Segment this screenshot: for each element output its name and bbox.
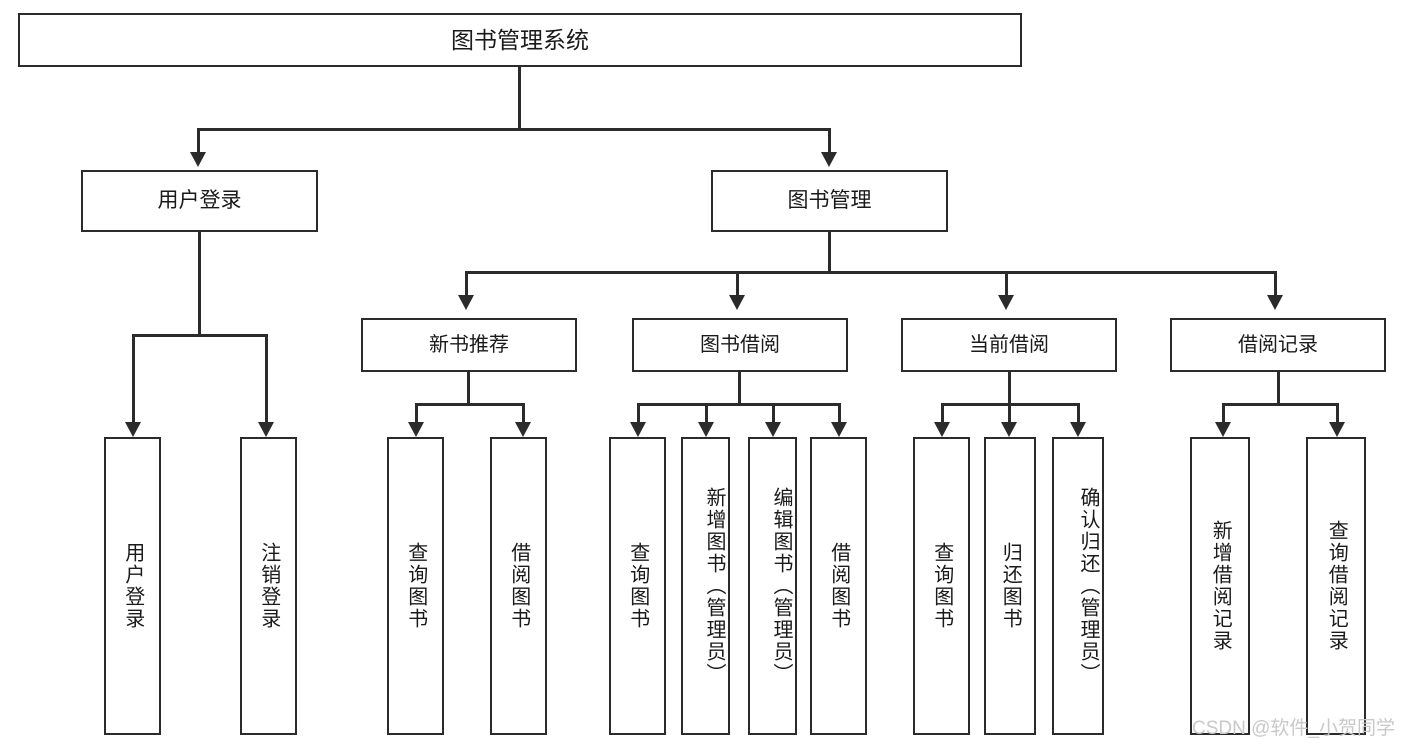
edge-book-manage-bus — [465, 271, 1277, 274]
arrow-to-leaf-new-book-rec-1 — [515, 422, 531, 437]
edge-user-login-bus — [132, 334, 268, 337]
arrow-to-new-book-rec — [458, 295, 474, 310]
edge-root-bus — [197, 128, 831, 131]
edge-current-borrow-drop-0 — [941, 403, 944, 423]
leaf-user-login-login[interactable]: 用户登录 — [104, 437, 161, 735]
edge-user-login-drop-1 — [265, 334, 268, 423]
edge-book-manage-drop-0 — [465, 271, 468, 296]
leaf-current-borrow-return-book[interactable]: 归还图书 — [984, 437, 1036, 735]
leaf-borrow-record-query-record[interactable]: 查询借阅记录 — [1306, 437, 1366, 735]
edge-borrow-record-stem — [1277, 372, 1280, 404]
arrow-to-leaf-book-borrow-1 — [698, 422, 714, 437]
edge-book-manage-stem — [828, 232, 831, 272]
edge-new-book-rec-stem — [467, 372, 470, 404]
leaf-new-book-rec-borrow-book[interactable]: 借阅图书 — [490, 437, 547, 735]
edge-book-borrow-drop-3 — [838, 403, 841, 423]
arrow-to-leaf-book-borrow-3 — [831, 422, 847, 437]
node-book-management[interactable]: 图书管理 — [711, 170, 948, 232]
node-user-login[interactable]: 用户登录 — [81, 170, 318, 232]
node-root-book-management-system[interactable]: 图书管理系统 — [18, 13, 1022, 67]
edge-borrow-record-drop-1 — [1336, 403, 1339, 423]
arrow-to-leaf-current-borrow-2 — [1070, 422, 1086, 437]
edge-current-borrow-drop-1 — [1008, 403, 1011, 423]
edge-current-borrow-drop-2 — [1077, 403, 1080, 423]
edge-root-stem — [518, 67, 521, 129]
leaf-current-borrow-confirm-return-admin[interactable]: 确认归还（管理员） — [1052, 437, 1104, 735]
edge-root-drop-book-manage — [828, 128, 831, 153]
edge-root-drop-user-login — [197, 128, 200, 153]
arrow-to-leaf-current-borrow-0 — [934, 422, 950, 437]
leaf-book-borrow-borrow-book[interactable]: 借阅图书 — [810, 437, 867, 735]
arrow-to-leaf-borrow-record-1 — [1329, 422, 1345, 437]
edge-book-borrow-drop-0 — [637, 403, 640, 423]
arrow-to-user-login — [190, 152, 206, 167]
arrow-to-book-borrow — [729, 295, 745, 310]
edge-book-borrow-drop-1 — [705, 403, 708, 423]
arrow-to-leaf-new-book-rec-0 — [408, 422, 424, 437]
edge-book-manage-drop-1 — [736, 271, 739, 296]
edge-current-borrow-stem — [1008, 372, 1011, 404]
edge-book-borrow-stem — [738, 372, 741, 404]
leaf-book-borrow-query-book[interactable]: 查询图书 — [609, 437, 666, 735]
arrow-to-current-borrow — [998, 295, 1014, 310]
edge-borrow-record-bus — [1222, 403, 1339, 406]
arrow-to-leaf-book-borrow-0 — [630, 422, 646, 437]
leaf-book-borrow-edit-book-admin[interactable]: 编辑图书（管理员） — [748, 437, 797, 735]
arrow-to-borrow-record — [1267, 295, 1283, 310]
arrow-to-leaf-user-login-1 — [258, 422, 274, 437]
edge-book-manage-drop-3 — [1274, 271, 1277, 296]
arrow-to-leaf-borrow-record-0 — [1215, 422, 1231, 437]
edge-new-book-rec-drop-0 — [415, 403, 418, 423]
edge-user-login-drop-0 — [132, 334, 135, 423]
node-book-borrow[interactable]: 图书借阅 — [632, 318, 848, 372]
arrow-to-leaf-user-login-0 — [125, 422, 141, 437]
leaf-borrow-record-add-record[interactable]: 新增借阅记录 — [1190, 437, 1250, 735]
edge-book-borrow-bus — [637, 403, 841, 406]
edge-book-borrow-drop-2 — [772, 403, 775, 423]
leaf-current-borrow-query-book[interactable]: 查询图书 — [913, 437, 970, 735]
edge-new-book-rec-bus — [415, 403, 525, 406]
edge-new-book-rec-drop-1 — [522, 403, 525, 423]
edge-book-manage-drop-2 — [1005, 271, 1008, 296]
leaf-book-borrow-add-book-admin[interactable]: 新增图书（管理员） — [681, 437, 730, 735]
leaf-user-login-logout[interactable]: 注销登录 — [240, 437, 297, 735]
arrow-to-leaf-book-borrow-2 — [765, 422, 781, 437]
arrow-to-book-manage — [821, 152, 837, 167]
edge-user-login-stem — [198, 232, 201, 335]
edge-borrow-record-drop-0 — [1222, 403, 1225, 423]
leaf-new-book-rec-query-book[interactable]: 查询图书 — [387, 437, 444, 735]
node-borrow-record[interactable]: 借阅记录 — [1170, 318, 1386, 372]
node-new-book-recommend[interactable]: 新书推荐 — [361, 318, 577, 372]
node-current-borrow[interactable]: 当前借阅 — [901, 318, 1117, 372]
arrow-to-leaf-current-borrow-1 — [1001, 422, 1017, 437]
